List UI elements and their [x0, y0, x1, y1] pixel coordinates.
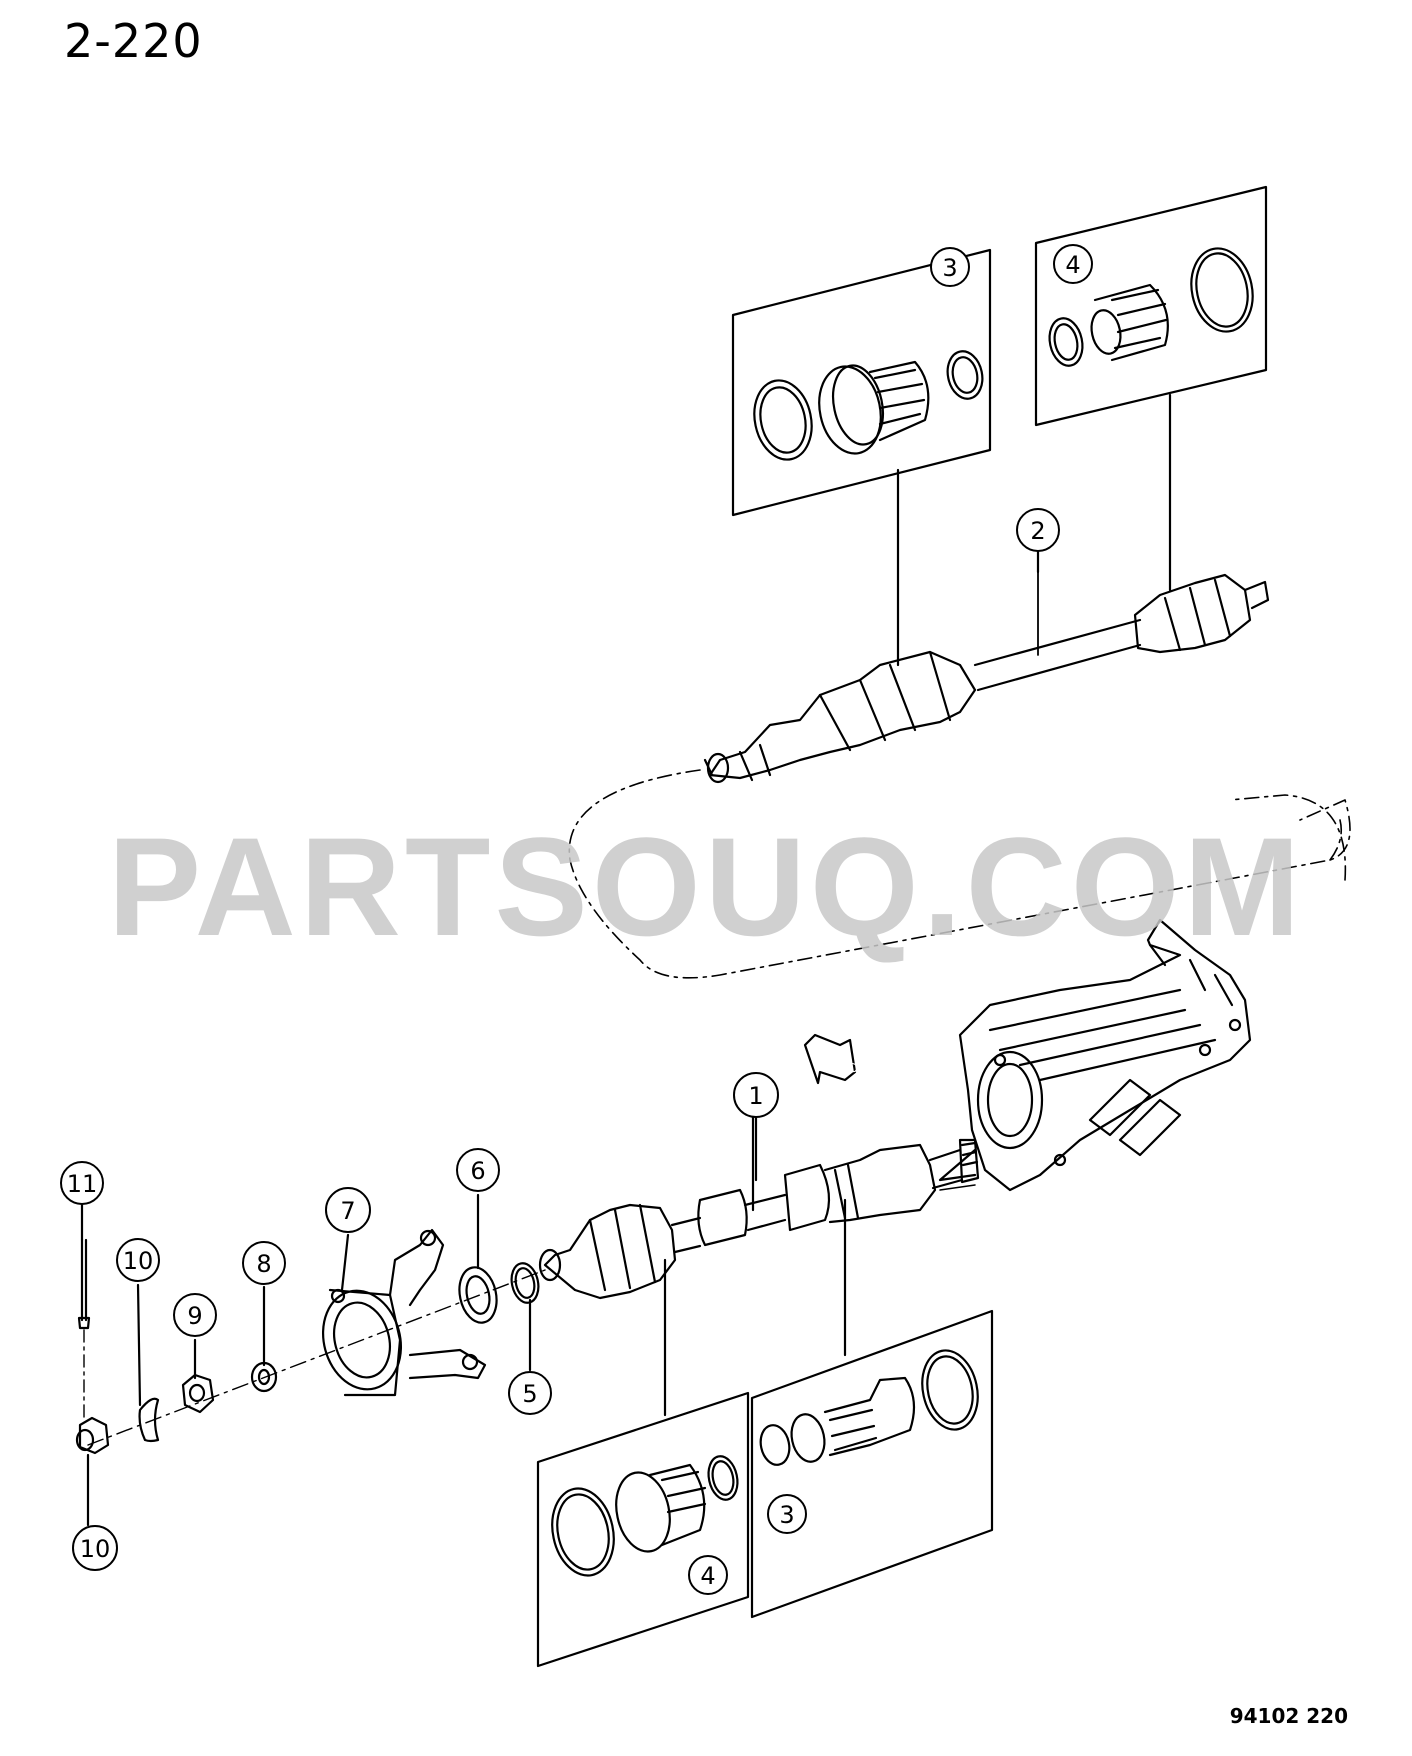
upper-kit-inner-panel — [1036, 187, 1266, 425]
lower-drive-shaft — [540, 1140, 978, 1298]
snap-ring-5 — [508, 1261, 542, 1306]
svg-text:3: 3 — [942, 254, 957, 282]
svg-text:10: 10 — [80, 1535, 111, 1563]
fwd-arrow-label: FWD — [829, 1055, 860, 1076]
svg-text:9: 9 — [187, 1302, 202, 1330]
lower-kit-outer-panel — [538, 1393, 748, 1666]
svg-text:5: 5 — [522, 1380, 537, 1408]
cotter-pin-11 — [79, 1240, 89, 1328]
callout-4-lower: 4 — [689, 1556, 727, 1594]
assembly-axis — [88, 1270, 545, 1445]
callout-11: 11 — [61, 1162, 103, 1204]
callout-8: 8 — [243, 1242, 285, 1284]
svg-text:11: 11 — [67, 1170, 98, 1198]
upper-kit-outer-panel — [733, 250, 990, 515]
callout-3-lower: 3 — [768, 1495, 806, 1533]
figure-code: 94102 220 — [1229, 1704, 1348, 1728]
upper-drive-shaft — [705, 570, 1268, 782]
svg-text:3: 3 — [779, 1501, 794, 1529]
callout-7: 7 — [326, 1188, 370, 1232]
callout-10-cap: 10 — [117, 1239, 159, 1281]
svg-text:7: 7 — [340, 1197, 355, 1225]
svg-text:1: 1 — [748, 1082, 763, 1110]
seal-ring-6 — [455, 1264, 502, 1326]
callout-2: 2 — [1017, 509, 1059, 551]
svg-text:8: 8 — [256, 1250, 271, 1278]
svg-text:4: 4 — [700, 1562, 715, 1590]
page-reference: 2-220 — [64, 14, 203, 68]
callout-10-hub: 10 — [73, 1526, 117, 1570]
steering-knuckle — [312, 1230, 485, 1398]
callout-9: 9 — [174, 1294, 216, 1336]
nut-cap-10 — [140, 1399, 158, 1441]
assembly-guide-dashed — [569, 770, 1350, 978]
callout-6: 6 — [457, 1149, 499, 1191]
svg-text:4: 4 — [1065, 251, 1080, 279]
callout-3-upper: 3 — [931, 248, 969, 286]
callout-5: 5 — [509, 1372, 551, 1414]
transaxle-housing — [940, 920, 1250, 1190]
assembly-guide-dashed — [1230, 795, 1345, 880]
callout-4-upper: 4 — [1054, 245, 1092, 283]
svg-text:2: 2 — [1030, 517, 1045, 545]
svg-text:6: 6 — [470, 1157, 485, 1185]
fwd-arrow-icon — [805, 1035, 855, 1083]
hub-nut-10 — [77, 1418, 108, 1453]
svg-text:10: 10 — [123, 1247, 154, 1275]
watermark: PARTSOUQ.COM — [108, 808, 1305, 965]
lower-kit-inner-panel — [752, 1311, 992, 1617]
callout-1: 1 — [734, 1073, 778, 1117]
